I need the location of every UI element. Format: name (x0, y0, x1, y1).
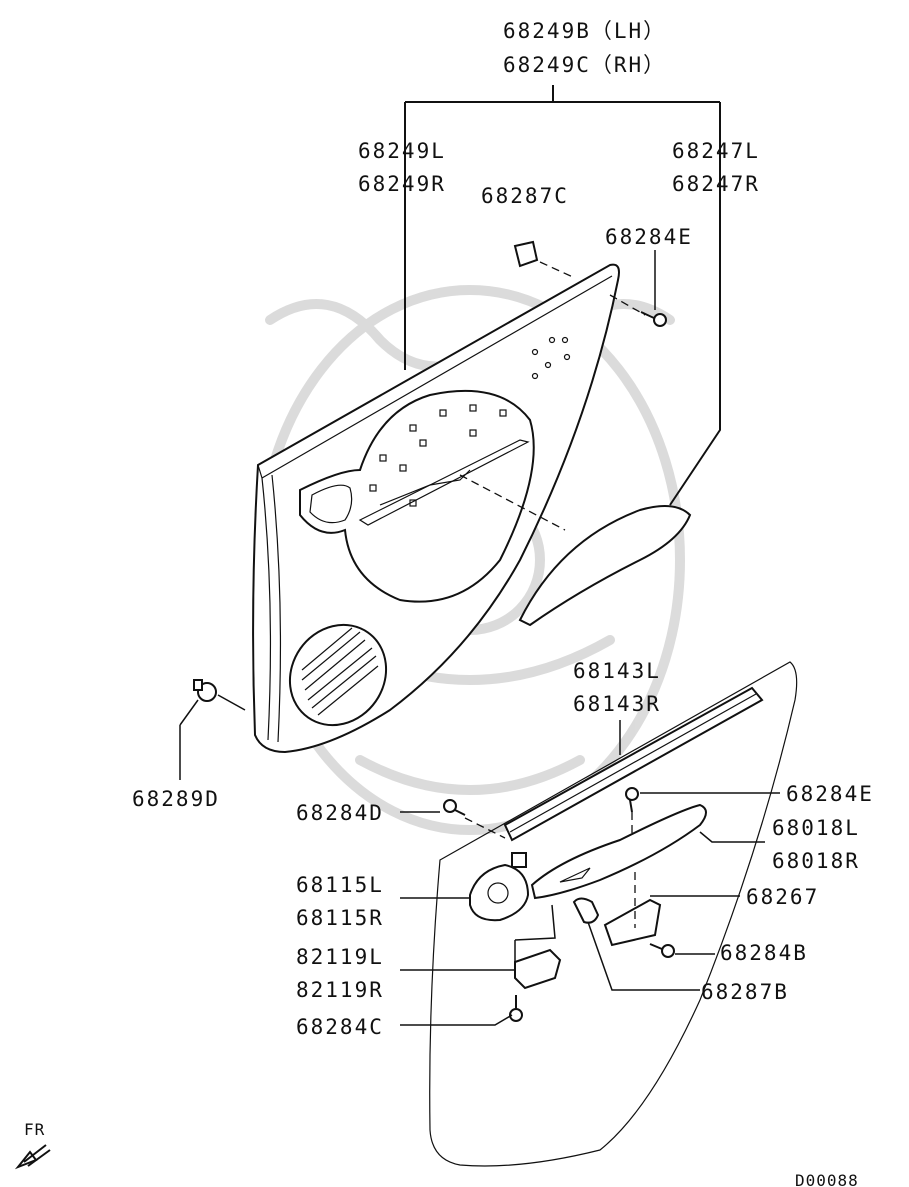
label-handle-l: 68115L (296, 873, 384, 897)
label-assy-rh: 68249C（RH） (503, 53, 666, 77)
screw-68284b (649, 943, 675, 958)
label-arm-l: 68247L (672, 139, 760, 163)
clip-68287c (513, 240, 539, 268)
screw-68284c (509, 995, 523, 1022)
armrest-cover (518, 505, 692, 627)
armrest (530, 803, 707, 900)
window-switch (514, 948, 562, 990)
part-labels: 68249B（LH） 68249C（RH） 68249L 68249R 6824… (132, 19, 874, 1039)
label-screw-d: 68284D (296, 801, 384, 825)
label-switch-l: 82119L (296, 945, 384, 969)
label-handle-r: 68115R (296, 906, 384, 930)
door-trim-panel (252, 263, 620, 754)
bracket (603, 898, 662, 947)
label-belt-l: 68143L (573, 659, 661, 683)
label-trim-l: 68249L (358, 139, 446, 163)
label-arm-r: 68247R (672, 172, 760, 196)
label-assy-lh: 68249B（LH） (503, 19, 666, 43)
screw-68284e-mid (625, 787, 639, 813)
label-belt-r: 68143R (573, 692, 661, 716)
lower-door-panel (429, 661, 798, 1167)
label-switch-r: 82119R (296, 978, 384, 1002)
label-armrest-r: 68018R (772, 849, 860, 873)
leader-lines (179, 85, 780, 1026)
diagram-code: D00088 (795, 1171, 859, 1187)
label-trim-r: 68249R (358, 172, 446, 196)
fr-label: FR (24, 1120, 45, 1139)
label-armrest-l: 68018L (772, 816, 860, 840)
clip-68287b (572, 897, 600, 924)
label-screw-c: 68284C (296, 1015, 384, 1039)
inside-handle (469, 852, 530, 922)
label-screw-e-top: 68284E (605, 225, 693, 249)
label-clip-c: 68287C (481, 184, 569, 208)
screw-68284e-top (640, 311, 667, 327)
clip-68289d (193, 679, 217, 702)
front-direction-indicator: FR (14, 1120, 51, 1170)
label-screw-e-mid: 68284E (786, 782, 874, 806)
screw-68284d (443, 799, 466, 816)
label-bracket: 68267 (746, 885, 819, 909)
label-clip-b: 68287B (701, 980, 789, 1004)
label-screw-b: 68284B (720, 941, 808, 965)
label-clip-d: 68289D (132, 787, 220, 811)
